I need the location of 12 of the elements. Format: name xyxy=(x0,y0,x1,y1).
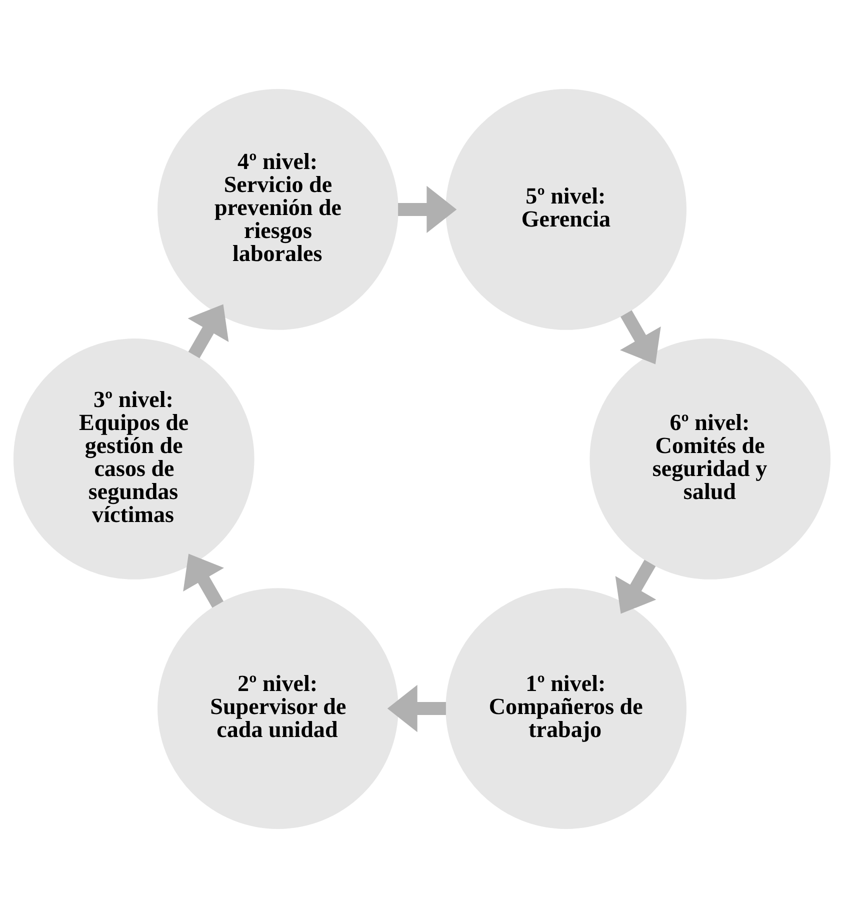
arrow xyxy=(188,304,229,358)
node-circle: 6º nivel: Comités de seguridad y salud xyxy=(590,338,831,579)
node-circle: 1º nivel: Compañeros de trabajo xyxy=(446,588,686,828)
node-circle: 3º nivel: Equipos de gestión de casos de segundas víctimas xyxy=(13,338,254,579)
arrow xyxy=(615,559,656,614)
node-circle: 2º nivel: Supervisor de cada unidad xyxy=(158,588,398,828)
node-circle: 5º nivel: Gerencia xyxy=(446,88,686,330)
node-circle: 4º nivel: Servicio de prevenión de riesgos laborales xyxy=(158,88,398,330)
arrow xyxy=(387,684,446,732)
arrow xyxy=(398,185,457,233)
arrow xyxy=(183,553,224,608)
arrow xyxy=(620,310,661,364)
